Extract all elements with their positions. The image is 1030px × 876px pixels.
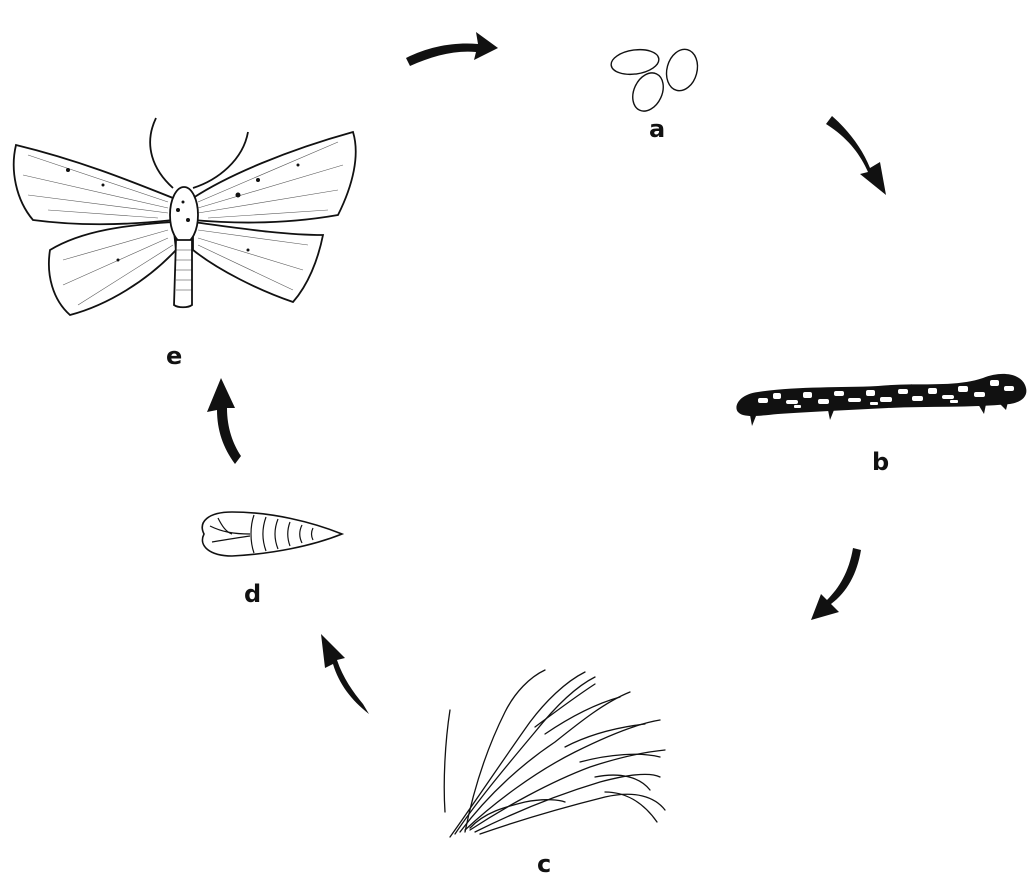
label-adult-moth: e — [166, 344, 182, 368]
arrow-a-to-b — [822, 110, 897, 200]
arrow-c-to-d — [305, 628, 375, 720]
arrow-e-to-a — [400, 20, 505, 72]
arrow-b-to-c — [805, 544, 875, 626]
larva-illustration — [728, 360, 1028, 430]
pupa-illustration — [192, 504, 347, 564]
label-eggs: a — [649, 117, 665, 141]
label-pupa: d — [244, 582, 261, 606]
label-larva: b — [872, 450, 889, 474]
eggs-illustration — [600, 40, 710, 115]
label-larva-on-pine: c — [537, 852, 551, 876]
arrow-d-to-e — [195, 372, 250, 468]
pine-needles-illustration — [435, 662, 675, 842]
moth-illustration — [8, 110, 363, 320]
